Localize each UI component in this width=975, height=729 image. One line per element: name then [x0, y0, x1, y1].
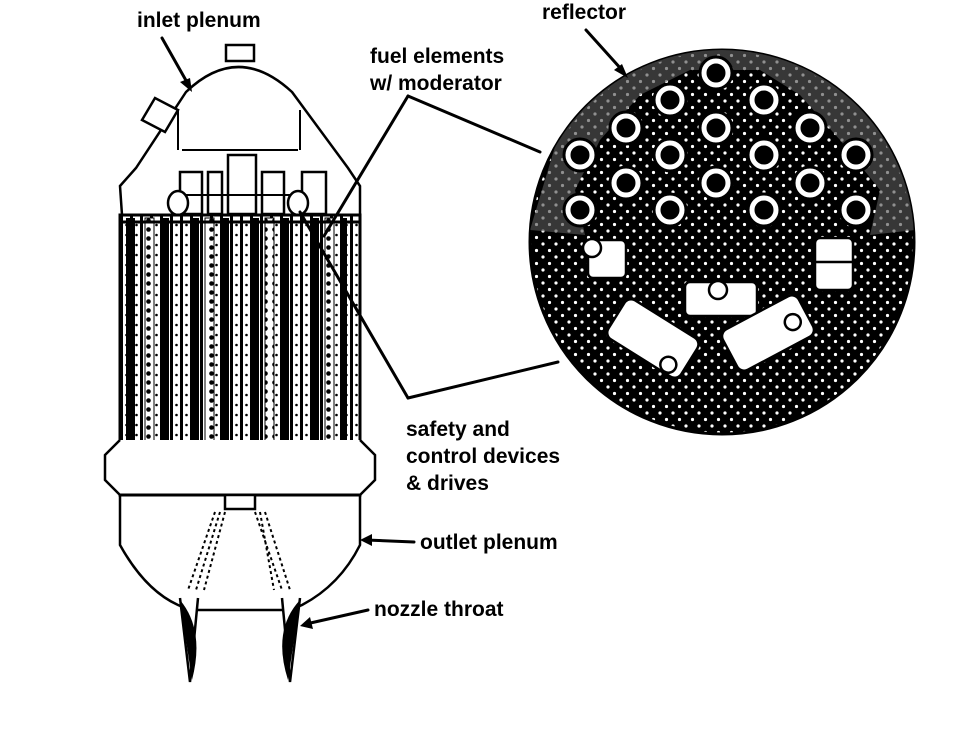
drive-housing-3 [226, 153, 258, 216]
label-safety-1: safety and [406, 418, 510, 441]
fuel-element-holes [562, 55, 874, 228]
center-support [223, 493, 257, 511]
reflector-region [530, 50, 914, 235]
flow-lines-left [187, 511, 226, 591]
control-devices [581, 236, 855, 380]
nozzle-throat-left [180, 600, 197, 680]
drive-housing-4 [260, 170, 286, 216]
dome-inner [177, 110, 301, 151]
outlet-plenum [103, 439, 377, 612]
label-outlet-plenum: outlet plenum [420, 531, 558, 554]
reactor-assembly [103, 43, 377, 683]
label-fuel-elements-2: w/ moderator [369, 72, 502, 95]
flow-lines-right [254, 511, 291, 591]
top-flange [224, 43, 256, 63]
drive-housing-2 [206, 170, 224, 216]
fuel-columns [126, 217, 347, 493]
drive-motor-right [286, 189, 310, 217]
label-nozzle-throat: nozzle throat [374, 598, 504, 621]
label-reflector: reflector [542, 1, 626, 24]
drive-motor-left [166, 189, 190, 217]
label-fuel-elements-1: fuel elements [370, 45, 504, 68]
core-cross-section [528, 48, 916, 436]
nozzle-throat-right [282, 600, 300, 680]
label-safety-3: & drives [406, 472, 489, 495]
label-safety-2: control devices [406, 445, 560, 468]
leader-lines [160, 28, 628, 629]
label-inlet-plenum: inlet plenum [137, 9, 261, 32]
